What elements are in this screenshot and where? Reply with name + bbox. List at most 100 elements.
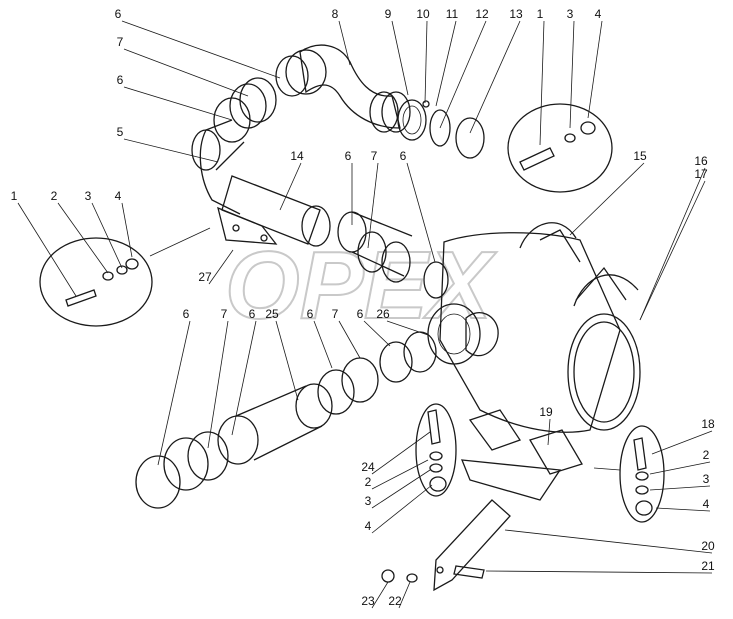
detail-bolt-set-left <box>39 227 211 327</box>
callout-number: 2 <box>703 448 710 462</box>
callout-number: 3 <box>85 189 92 203</box>
callout-number: 6 <box>345 149 352 163</box>
upper-hose-chain <box>191 55 309 215</box>
callout-leader <box>587 20 603 119</box>
callout-number: 25 <box>265 307 279 321</box>
callout-leader <box>639 167 706 321</box>
callout-number: 3 <box>365 494 372 508</box>
callout-leader <box>539 20 545 146</box>
callout-leader <box>371 581 389 609</box>
callout-number: 18 <box>701 417 715 431</box>
callout-leader <box>649 485 711 491</box>
callout-leader <box>313 320 333 369</box>
loose-fasteners <box>381 565 485 583</box>
callout-number: 21 <box>701 559 715 573</box>
callout-leader <box>207 320 229 449</box>
watermark-text: OPEX <box>225 232 497 339</box>
callout-leader <box>275 320 299 401</box>
lower-hose-chain <box>135 331 437 509</box>
callout-number: 6 <box>183 307 190 321</box>
callout-leader <box>485 570 713 574</box>
callout-leader <box>279 162 302 211</box>
callout-number: 4 <box>365 519 372 533</box>
callout-leader <box>123 138 219 163</box>
callout-leader <box>655 507 711 512</box>
callout-leader <box>338 320 361 359</box>
callout-leader <box>91 202 123 269</box>
callout-leader <box>649 461 711 475</box>
callout-leader <box>121 20 281 79</box>
callout-number: 7 <box>332 307 339 321</box>
callout-number: 7 <box>371 149 378 163</box>
callout-leader <box>386 320 429 336</box>
callout-leader <box>57 202 109 274</box>
flange-hardware <box>397 99 485 159</box>
callout-number: 6 <box>307 307 314 321</box>
detail-bolt-set-right <box>593 425 665 523</box>
callout-leader <box>424 20 428 104</box>
callout-leader <box>338 20 351 66</box>
callout-number: 6 <box>400 149 407 163</box>
callout-leader <box>363 320 391 347</box>
callout-leader <box>504 529 713 554</box>
callout-number: 2 <box>365 475 372 489</box>
callout-leader <box>231 320 257 436</box>
callout-number: 24 <box>361 460 375 474</box>
callout-number: 4 <box>115 189 122 203</box>
callout-number: 19 <box>539 405 553 419</box>
callout-leader <box>371 484 433 534</box>
callout-number: 17 <box>694 167 708 181</box>
callout-number: 23 <box>361 594 375 608</box>
callout-leader <box>639 180 706 321</box>
callout-number: 16 <box>694 154 708 168</box>
callout-number: 4 <box>703 497 710 511</box>
callout-leader <box>123 48 249 97</box>
mounting-straps <box>519 222 639 307</box>
callout-number: 10 <box>416 7 430 21</box>
callout-number: 8 <box>332 7 339 21</box>
callout-number: 26 <box>376 307 390 321</box>
callout-leader <box>121 202 133 258</box>
callout-number: 3 <box>567 7 574 21</box>
callout-leader <box>367 162 379 249</box>
callout-leader <box>208 249 234 285</box>
callout-number: 3 <box>703 472 710 486</box>
callout-leader <box>398 581 411 609</box>
callout-leader <box>17 202 77 297</box>
callout-leader <box>569 20 575 129</box>
callout-number: 11 <box>446 7 459 21</box>
callout-number: 7 <box>117 35 124 49</box>
detail-bolt-set-mid <box>415 403 457 497</box>
callout-leader <box>469 20 521 134</box>
callout-number: 14 <box>290 149 304 163</box>
callout-leader <box>123 86 233 121</box>
callout-leader <box>406 162 436 263</box>
callout-leader <box>371 459 429 490</box>
callout-number: 1 <box>537 7 544 21</box>
callout-number: 6 <box>117 73 124 87</box>
detail-bolt-set-upper <box>507 103 613 193</box>
callout-leader <box>439 20 487 129</box>
callout-leader <box>435 20 457 107</box>
callout-leader <box>651 430 713 455</box>
callout-number: 15 <box>633 149 647 163</box>
callout-number: 27 <box>198 270 212 284</box>
bracket-plate <box>433 459 562 592</box>
callout-leader <box>391 20 409 96</box>
support-feet <box>468 409 583 475</box>
callout-leader <box>157 320 191 466</box>
callout-number: 1 <box>11 189 18 203</box>
callout-number: 6 <box>115 7 122 21</box>
callout-number: 5 <box>117 125 124 139</box>
middle-pipe <box>217 175 331 247</box>
callout-number: 7 <box>221 307 228 321</box>
callout-number: 12 <box>475 7 489 21</box>
callout-leader <box>371 469 431 509</box>
callout-number: 22 <box>388 594 402 608</box>
callout-number: 9 <box>385 7 392 21</box>
callout-leader <box>547 418 551 446</box>
callout-number: 20 <box>701 539 715 553</box>
